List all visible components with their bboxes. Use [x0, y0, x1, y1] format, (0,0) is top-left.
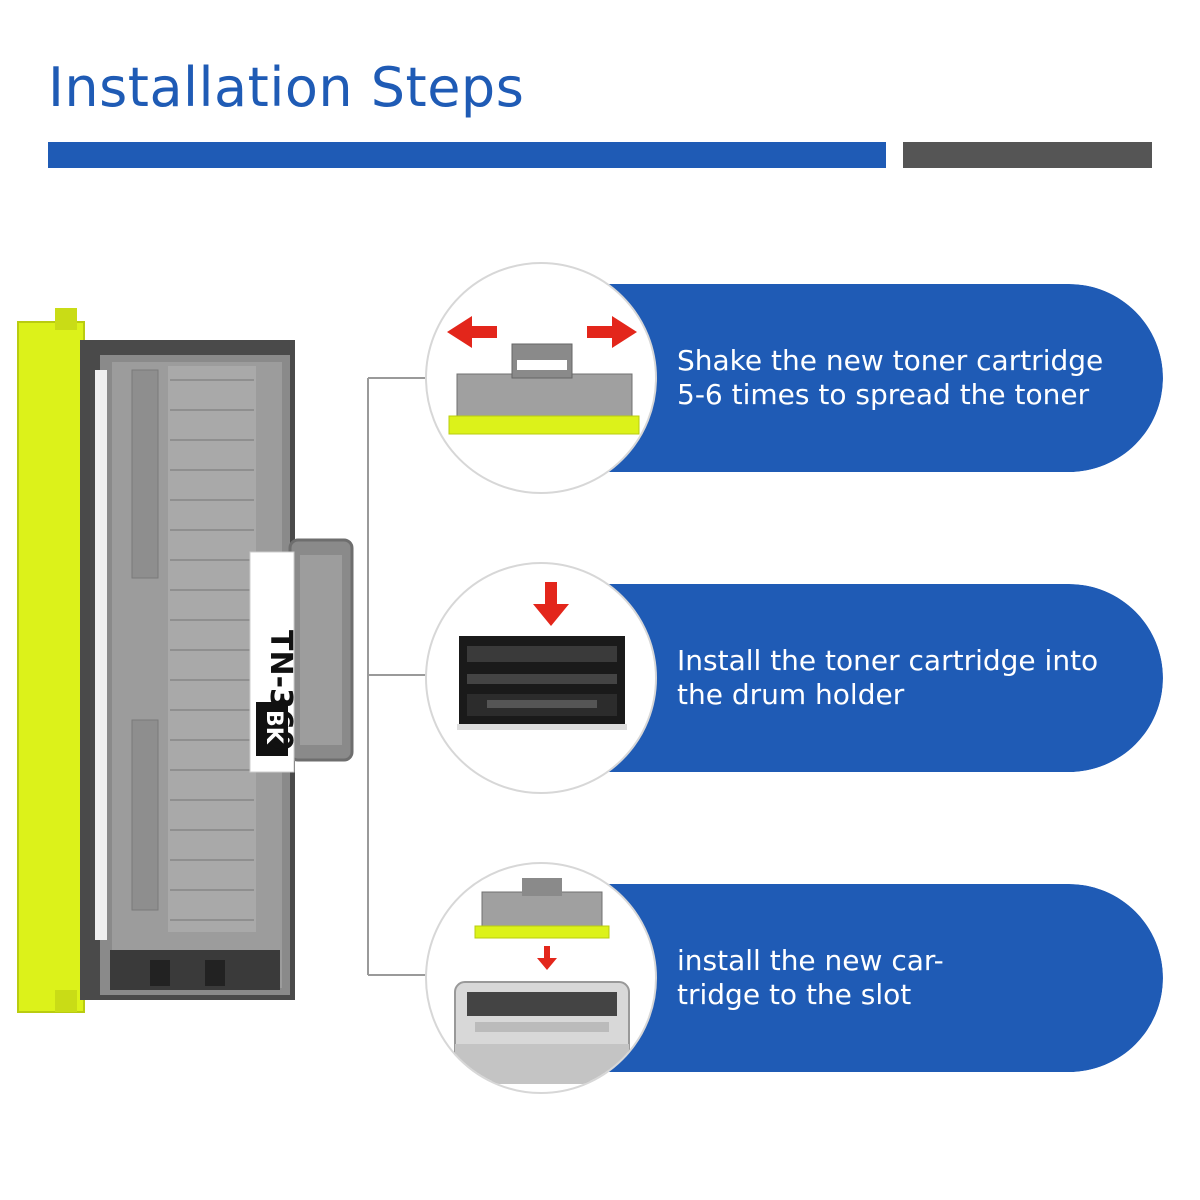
- step-1-banner: [595, 284, 1163, 472]
- step-1: Shake the new toner cartridge 5-6 times …: [425, 262, 1165, 494]
- step-2-text: Install the toner cartridge into the dru…: [677, 562, 1127, 794]
- step-1-text-line-2: 5-6 times to spread the toner: [677, 378, 1090, 411]
- step-3-image: [425, 862, 657, 1094]
- step-connector-lines: [367, 377, 430, 976]
- down-arrow-icon: [533, 582, 569, 626]
- step-2-text-line-1: Install the toner cartridge into: [677, 644, 1099, 677]
- model-label: TN-360: [263, 630, 298, 751]
- step-2-image: [425, 562, 657, 794]
- step-3-text: install the new car- tridge to the slot: [677, 862, 1127, 1094]
- page-title: Installation Steps: [48, 56, 525, 119]
- step-1-image: [425, 262, 657, 494]
- down-arrow-icon: [537, 946, 557, 970]
- shake-arrows-icon: [447, 316, 637, 348]
- step-3: install the new car- tridge to the slot: [425, 862, 1165, 1094]
- step-3-banner: [595, 884, 1163, 1072]
- step-3-text-line-1: install the new car-: [677, 944, 944, 977]
- step-3-text-line-2: tridge to the slot: [677, 978, 912, 1011]
- color-label: BK: [261, 710, 286, 744]
- toner-cartridge-image: TN-360 BK: [0, 300, 370, 1020]
- step-1-text-line-1: Shake the new toner cartridge: [677, 344, 1104, 377]
- title-underline-gray: [903, 142, 1152, 168]
- title-underline-blue: [48, 142, 886, 168]
- step-2: Install the toner cartridge into the dru…: [425, 562, 1165, 794]
- step-2-banner: [595, 584, 1163, 772]
- step-1-text: Shake the new toner cartridge 5-6 times …: [677, 262, 1127, 494]
- step-2-text-line-2: the drum holder: [677, 678, 905, 711]
